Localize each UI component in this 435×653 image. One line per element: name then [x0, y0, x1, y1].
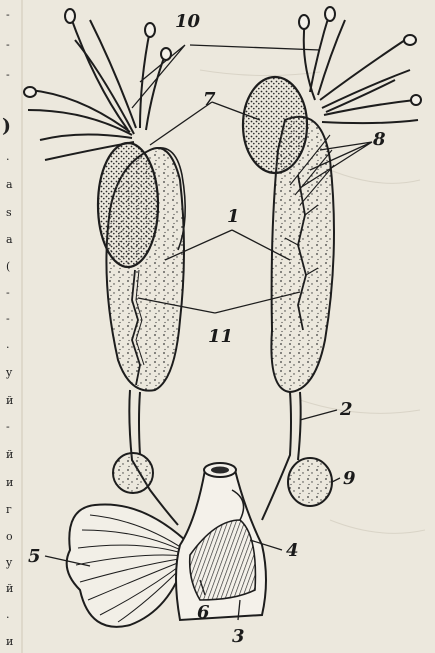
margin-glyph: й	[6, 582, 13, 595]
margin-glyph: .	[6, 338, 10, 351]
margin-glyph: .	[6, 150, 10, 163]
margin-glyph: й	[6, 394, 13, 407]
margin-glyph: -	[6, 68, 10, 81]
margin-glyph: y	[5, 556, 13, 569]
margin-glyph: и	[6, 476, 13, 489]
margin-glyph: .	[6, 608, 10, 621]
margin-glyph: -	[6, 312, 10, 325]
label-11: 11	[208, 326, 233, 347]
label-4: 4	[286, 540, 299, 561]
label-2: 2	[339, 399, 353, 420]
label-3: 3	[232, 626, 245, 647]
margin-glyph: a	[6, 233, 13, 246]
label-1: 1	[227, 206, 240, 227]
label-10: 10	[175, 11, 201, 32]
margin-glyph: -	[6, 286, 10, 299]
left-sac	[98, 143, 158, 267]
label-5: 5	[28, 546, 41, 567]
margin-glyph: г	[6, 503, 12, 516]
margin-glyph: )	[2, 115, 11, 137]
margin-glyph: y	[5, 366, 13, 379]
margin-glyph: и	[6, 635, 13, 648]
label-8: 8	[372, 129, 386, 150]
margin-glyph: -	[6, 38, 10, 51]
margin-glyph: -	[6, 8, 10, 21]
label-7: 7	[203, 89, 216, 110]
margin-glyph: (	[6, 260, 10, 273]
margin-glyph: s	[6, 206, 12, 219]
margin-glyph: a	[6, 178, 13, 191]
margin-glyph: й	[6, 448, 13, 461]
margin-glyph: о	[6, 530, 13, 543]
label-9: 9	[343, 468, 356, 489]
margin-glyph: -	[6, 420, 10, 433]
right-sac	[243, 77, 307, 173]
label-6: 6	[197, 602, 210, 623]
